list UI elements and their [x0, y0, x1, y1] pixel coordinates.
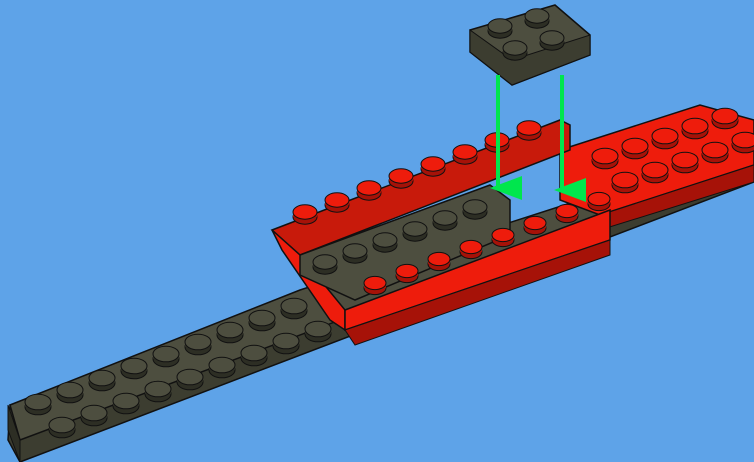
stud — [364, 276, 386, 294]
stud — [217, 322, 243, 343]
stud — [525, 9, 549, 28]
stud — [313, 255, 337, 274]
stud — [273, 333, 299, 354]
stud — [588, 192, 610, 210]
stud — [622, 138, 648, 159]
new-part-plate-2x2 — [470, 5, 590, 85]
stud — [460, 240, 482, 258]
stud — [453, 145, 477, 164]
stud — [209, 357, 235, 378]
stud — [592, 148, 618, 169]
stud — [185, 334, 211, 355]
stud — [249, 310, 275, 331]
stud — [556, 204, 578, 222]
stud — [428, 252, 450, 270]
stud — [325, 193, 349, 212]
stud — [517, 121, 541, 140]
stud — [702, 142, 728, 163]
stud — [81, 405, 107, 426]
stud — [89, 370, 115, 391]
stud — [524, 216, 546, 234]
stud — [57, 382, 83, 403]
stud — [145, 381, 171, 402]
stud — [25, 394, 51, 415]
stud — [732, 132, 754, 153]
stud — [357, 181, 381, 200]
stud — [492, 228, 514, 246]
stud — [433, 211, 457, 230]
stud — [121, 358, 147, 379]
stud — [373, 233, 397, 252]
stud — [488, 19, 512, 38]
stud — [305, 321, 331, 342]
stud — [421, 157, 445, 176]
stud — [672, 152, 698, 173]
stud — [652, 128, 678, 149]
stud — [396, 264, 418, 282]
stud — [241, 345, 267, 366]
stud — [293, 205, 317, 224]
stud — [49, 417, 75, 438]
stud — [153, 346, 179, 367]
stud — [113, 393, 139, 414]
stud — [642, 162, 668, 183]
stud — [177, 369, 203, 390]
stud — [389, 169, 413, 188]
stud — [463, 200, 487, 219]
stud — [343, 244, 367, 263]
stud — [540, 31, 564, 50]
stud — [682, 118, 708, 139]
stud — [712, 108, 738, 129]
stud — [281, 298, 307, 319]
stud — [503, 41, 527, 60]
stud — [403, 222, 427, 241]
stud — [612, 172, 638, 193]
